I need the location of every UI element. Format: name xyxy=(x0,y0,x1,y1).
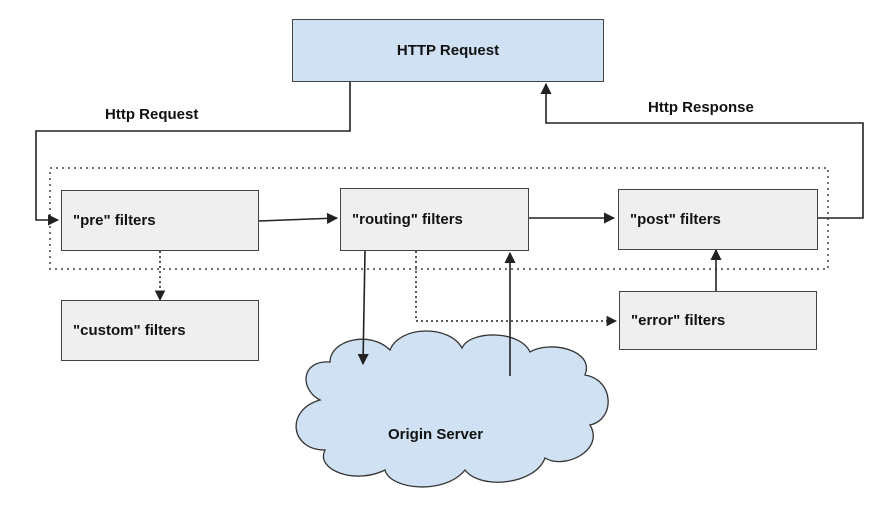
routing-filters-box: "routing" filters xyxy=(340,188,529,251)
http-request-label: Http Request xyxy=(105,106,199,123)
error-filters-box: "error" filters xyxy=(619,291,817,350)
http-response-edge xyxy=(540,82,864,219)
pre-filters-box: "pre" filters xyxy=(61,190,259,251)
http-request-box: HTTP Request xyxy=(292,19,604,82)
origin-server-label: Origin Server xyxy=(388,426,484,443)
routing-to-origin-edge xyxy=(357,250,369,366)
routing-to-error-edge xyxy=(415,251,618,327)
http-request-edge xyxy=(35,82,351,226)
origin-server-cloud xyxy=(295,330,609,488)
http-response-label: Http Response xyxy=(648,99,754,116)
pre-to-routing-edge xyxy=(258,212,339,224)
custom-filters-box: "custom" filters xyxy=(61,300,259,361)
post-filters-box: "post" filters xyxy=(618,189,818,250)
